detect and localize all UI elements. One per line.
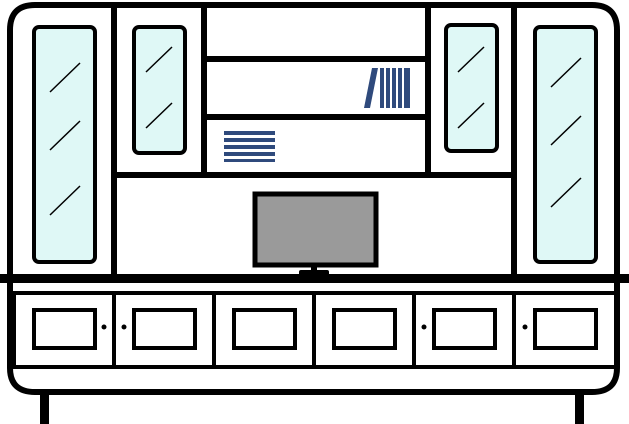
- drawer-5: [421, 308, 497, 350]
- drawer-4: [332, 308, 397, 350]
- left-short-glass-door: [132, 25, 187, 155]
- left-tall-glass-door: [32, 25, 97, 264]
- books-icon: [364, 68, 410, 108]
- drawer-6: [522, 308, 598, 350]
- drawer-3: [232, 308, 297, 350]
- right-leg: [575, 392, 584, 424]
- stacked-books-icon: [224, 131, 275, 162]
- drawer-2: [121, 308, 197, 350]
- drawer-1: [32, 308, 107, 350]
- countertop: [0, 274, 629, 283]
- left-leg: [40, 392, 49, 424]
- television-icon: [252, 191, 379, 276]
- right-short-glass-door: [444, 23, 499, 153]
- right-tall-glass-door: [533, 25, 598, 264]
